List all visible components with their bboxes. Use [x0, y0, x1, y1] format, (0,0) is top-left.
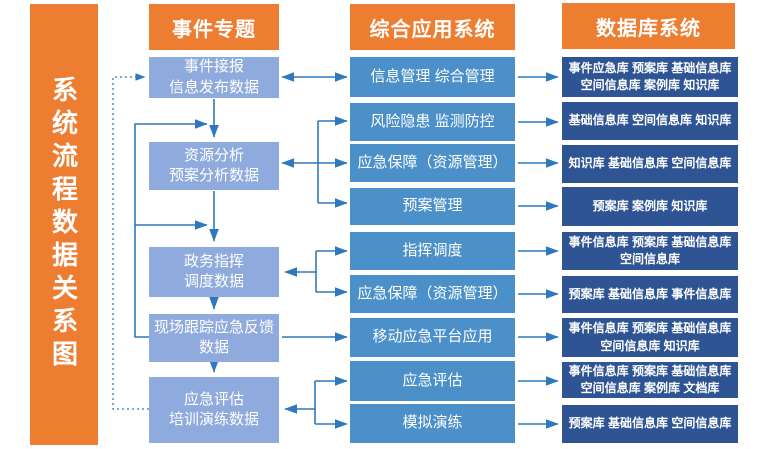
db-box-1: 事件应急库 预案库 基础信息库 空间信息库 案例库 知识库	[562, 57, 738, 97]
event-box-5: 应急评估 培训演练数据	[149, 377, 279, 443]
event-box-3: 政务指挥 调度数据	[149, 247, 279, 297]
box-line: 调度数据	[183, 273, 244, 290]
box-line: 现场跟踪应急反馈	[153, 318, 274, 336]
box-line: 政务指挥	[183, 252, 244, 270]
event-box-1: 事件接报 信息发布数据	[149, 57, 279, 98]
app-box-1: 信息管理 综合管理	[350, 57, 515, 97]
db-box-4: 预案库 案例库 知识库	[562, 187, 738, 226]
box-line: 事件接报	[183, 58, 244, 76]
app-box-7: 移动应急平台应用	[350, 318, 515, 357]
event-to-app-connectors	[281, 72, 348, 429]
box-line: 预案库 案例库 知识库	[592, 198, 708, 213]
box-line: 预案库 基础信息库 事件信息库	[568, 286, 732, 301]
event-box-2: 资源分析 预案分析数据	[149, 142, 279, 190]
box-line: 预案库 基础信息库 空间信息库	[568, 416, 732, 431]
box-line: 事件信息库 预案库 基础信息库	[568, 321, 732, 336]
event-box-4: 现场跟踪应急反馈 数据	[149, 314, 279, 362]
box-line: 信息发布数据	[168, 78, 259, 96]
db-box-3: 知识库 基础信息库 空间信息库	[562, 145, 738, 183]
box-line: 空间信息库 知识库	[600, 338, 700, 353]
box-line: 基础信息库 空间信息库 知识库	[568, 113, 732, 128]
app-box-2: 风险隐患 监测防控	[350, 103, 515, 141]
db-box-6: 预案库 基础信息库 事件信息库	[562, 276, 738, 313]
box-line: 空间信息库	[619, 252, 680, 266]
box-line: 应急评估	[183, 390, 244, 408]
box-line: 数据	[198, 339, 229, 356]
db-box-7: 事件信息库 预案库 基础信息库 空间信息库 知识库	[562, 318, 738, 357]
app-box-8: 应急评估	[350, 361, 515, 401]
app-box-5: 指挥调度	[350, 232, 515, 270]
header-application-systems: 综合应用系统	[350, 4, 515, 50]
box-line: 事件信息库 预案库 基础信息库	[568, 234, 732, 249]
box-line: 资源分析	[183, 146, 244, 164]
box-line: 知识库 基础信息库 空间信息库	[568, 156, 732, 171]
header-event-topics: 事件专题	[149, 4, 279, 50]
db-box-8: 事件信息库 预案库 基础信息库 空间信息库 案例库 文档库	[562, 362, 738, 398]
app-to-db-connectors	[518, 72, 559, 429]
app-box-3: 应急保障（资源管理）	[350, 144, 515, 182]
db-box-2: 基础信息库 空间信息库 知识库	[562, 102, 738, 140]
header-database-systems: 数据库系统	[562, 3, 735, 49]
db-box-9: 预案库 基础信息库 空间信息库	[562, 405, 738, 443]
box-line: 培训演练数据	[168, 411, 259, 428]
box-line: 事件应急库 预案库 基础信息库	[568, 60, 732, 75]
app-box-9: 模拟演练	[350, 404, 515, 443]
box-line: 预案分析数据	[168, 167, 259, 184]
app-box-4: 预案管理	[350, 188, 515, 225]
diagram-title: 系统流程数据关系图	[30, 4, 98, 445]
box-line: 空间信息库 案例库 文档库	[580, 381, 720, 395]
box-line: 空间信息库 案例库 知识库	[580, 78, 720, 92]
box-line: 事件信息库 预案库 基础信息库	[568, 363, 732, 378]
app-box-6: 应急保障（资源管理）	[350, 275, 515, 313]
feedback-dashed-connector	[112, 73, 149, 410]
db-box-5: 事件信息库 预案库 基础信息库 空间信息库	[562, 232, 738, 270]
